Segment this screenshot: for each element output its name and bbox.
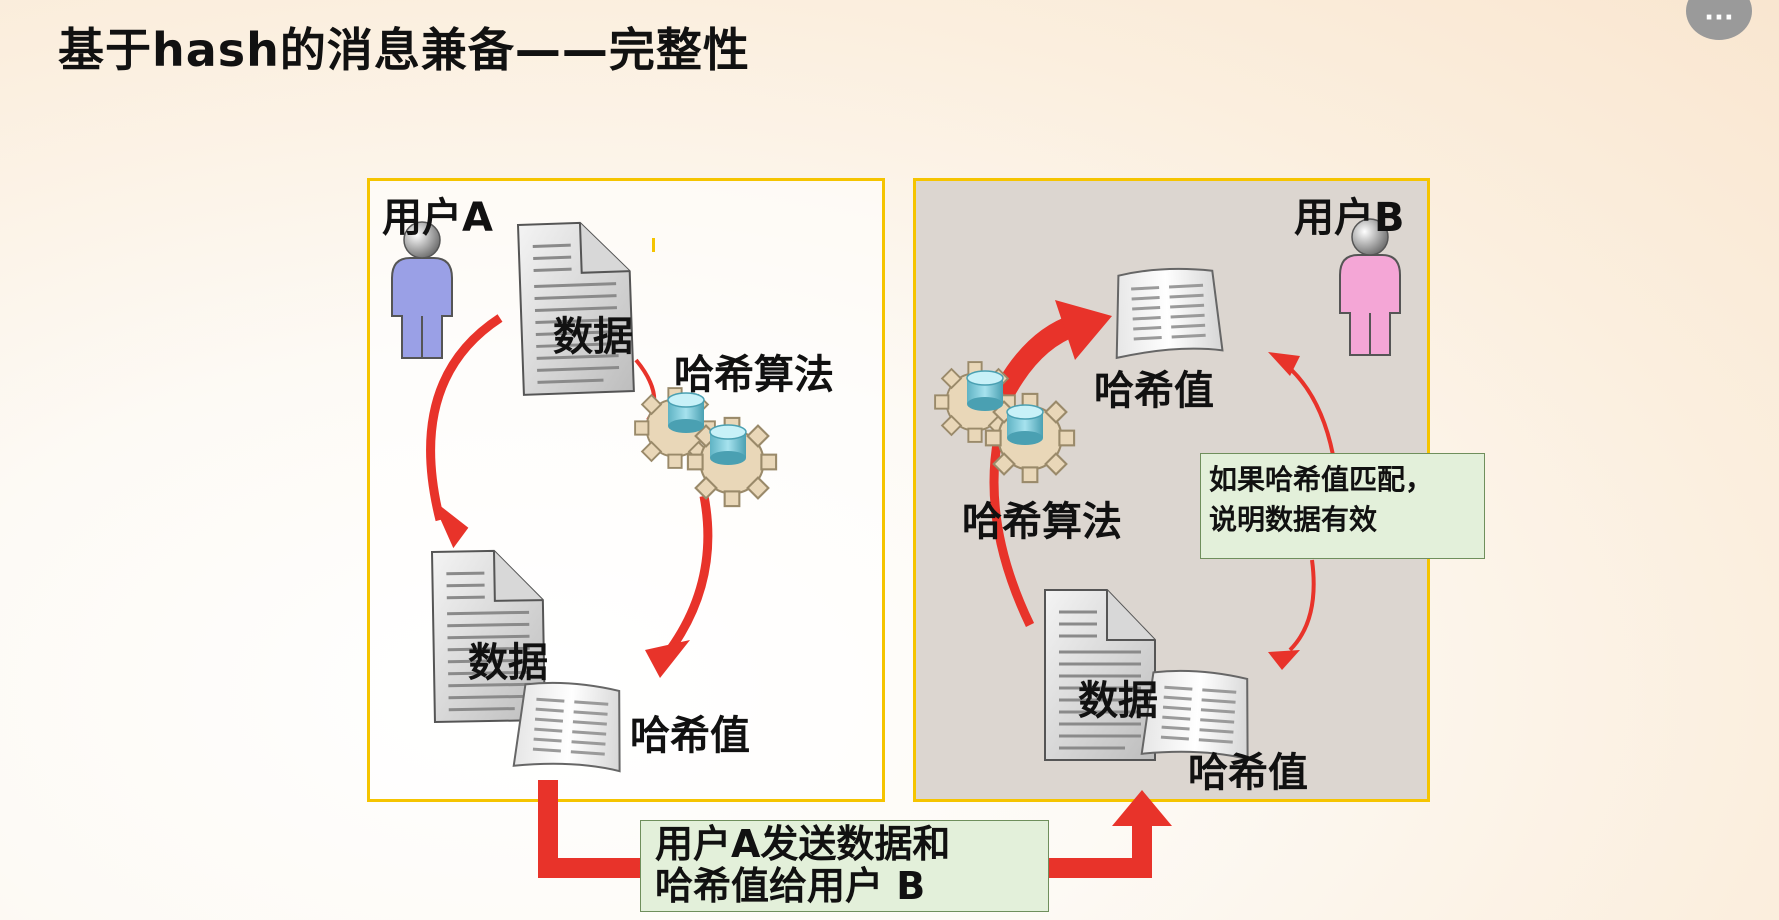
user-b-label: 用户B (1294, 195, 1405, 241)
user-a-label: 用户A (382, 195, 493, 241)
hash-algorithm-gears-icon (634, 387, 778, 508)
arrow-algorithm-to-hash (666, 495, 713, 653)
algorithm-label-a: 哈希算法 (674, 352, 834, 398)
match-note: 如果哈希值匹配， 说明数据有效 (1200, 453, 1485, 559)
transfer-note: 用户A发送数据和 哈希值给用户 B (640, 820, 1049, 912)
match-note-line2: 说明数据有效 (1209, 503, 1378, 536)
hash-label-a: 哈希值 (630, 713, 750, 759)
transfer-line2: 哈希值给用户 B (655, 864, 926, 908)
slide-title: 基于hash的消息兼备——完整性 (58, 23, 750, 77)
arrow-compare-top (1278, 358, 1335, 456)
hash-value-scroll-icon (512, 678, 627, 775)
hash-label-bottom-b: 哈希值 (1188, 750, 1308, 796)
algorithm-label-b: 哈希算法 (962, 499, 1122, 545)
data-label-top: 数据 (553, 314, 633, 360)
small-marker (652, 238, 655, 252)
arrow-data-to-data (426, 314, 503, 522)
arrow-algorithm-to-hash-b (990, 314, 1079, 406)
transfer-line1: 用户A发送数据和 (655, 822, 951, 866)
received-hash-scroll-icon (1110, 264, 1225, 360)
data-label-bottom: 数据 (468, 640, 548, 686)
data-label-b: 数据 (1078, 678, 1158, 724)
hash-label-top-b: 哈希值 (1094, 368, 1214, 414)
arrow-compare-bottom (1288, 559, 1316, 652)
hash-algorithm-gears-icon-b (934, 361, 1076, 484)
match-note-line1: 如果哈希值匹配， (1209, 463, 1434, 496)
more-horizontal-icon: ··· (1704, 3, 1734, 33)
